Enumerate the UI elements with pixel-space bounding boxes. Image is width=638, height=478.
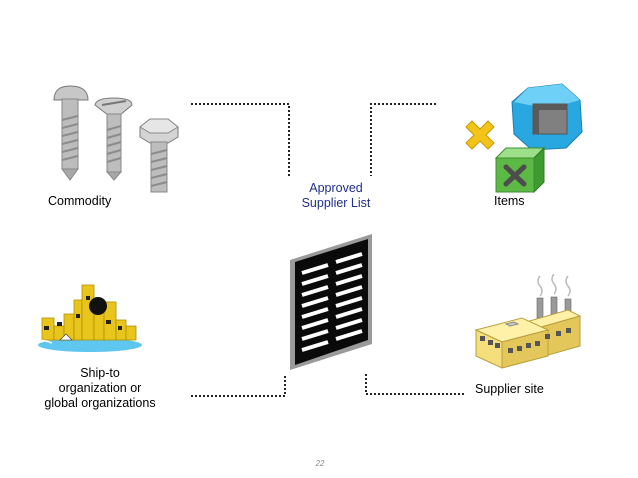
- supplier-site-label: Supplier site: [475, 382, 544, 396]
- approved-supplier-list-label: Approved Supplier List: [284, 181, 388, 211]
- shipto-label-line3: global organizations: [44, 396, 156, 410]
- approved-supplier-list-line2: Supplier List: [301, 196, 371, 210]
- items-label: Items: [494, 194, 525, 208]
- factory-icon: [474, 273, 582, 369]
- items-icon: [465, 83, 583, 194]
- connector-shipto: [191, 374, 286, 397]
- connector-items: [370, 103, 436, 176]
- shipto-label-line2: organization or: [58, 381, 142, 395]
- connector-lines: [191, 103, 464, 397]
- city-icon: [29, 284, 142, 352]
- green-box-icon: [494, 146, 546, 194]
- approved-supplier-list-line1: Approved: [309, 181, 363, 195]
- document-list-icon: [290, 234, 372, 370]
- page-number: 22: [315, 459, 325, 468]
- commodity-label: Commodity: [48, 194, 112, 208]
- screws-icon: [53, 85, 179, 193]
- connector-commodity: [191, 103, 290, 176]
- blue-octagon-icon: [511, 83, 583, 151]
- shipto-label-line1: Ship-to: [80, 366, 120, 380]
- connector-supplier-site: [365, 374, 464, 395]
- shipto-label: Ship-to organization or global organizat…: [40, 366, 160, 411]
- yellow-x-icon: [465, 120, 495, 150]
